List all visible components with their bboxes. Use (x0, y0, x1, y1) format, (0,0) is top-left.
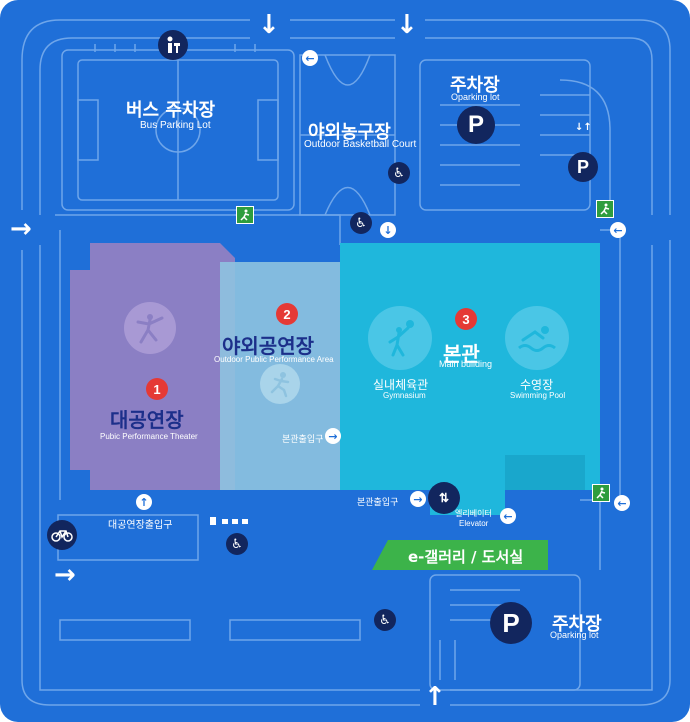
left-arrow-icon: ← (614, 495, 630, 511)
wheelchair-icon: ♿ (388, 162, 410, 184)
down-arrow-icon: ↓ (396, 10, 418, 40)
wheelchair-icon: ♿ (374, 609, 396, 631)
dancer-icon (124, 302, 176, 354)
left-arrow-icon: ← (500, 508, 516, 524)
down-arrow-icon: ↓ (380, 222, 396, 238)
bus-parking-subtitle: Bus Parking Lot (140, 120, 211, 131)
left-arrow-icon: ← (610, 222, 626, 238)
volleyball-icon (368, 306, 432, 370)
right-arrow-icon: → (54, 560, 76, 590)
parking-top-title: 주차장 (450, 75, 500, 96)
parking-bottom-subtitle: Oparking lot (550, 630, 599, 640)
gallery-title: e-갤러리 / 도서실 (408, 548, 524, 566)
elevator-label-ko: 엘리베이터 (455, 509, 492, 518)
right-arrow-icon: → (325, 428, 341, 444)
gymnasium-subtitle: Gymnasium (383, 391, 426, 400)
theater-subtitle: Pubic Performance Theater (100, 432, 198, 441)
basketball-title: 야외농구장 (308, 122, 391, 143)
swimmer-icon (505, 306, 569, 370)
parking-small-icon: P (568, 152, 598, 182)
runner-icon (260, 364, 300, 404)
main-entrance-label-1: 본관출입구 (282, 434, 324, 444)
parking-bottom-title: 주차장 (552, 614, 602, 635)
swimming-pool-subtitle: Swimming Pool (510, 391, 566, 400)
basketball-subtitle: Outdoor Basketball Court (304, 139, 417, 150)
theater-number-badge: 1 (146, 378, 168, 400)
outdoor-subtitle: Outdoor Public Performance Area (214, 355, 334, 364)
left-arrow-icon: ← (302, 50, 318, 66)
right-arrow-icon: → (410, 491, 426, 507)
bicycle-icon (47, 520, 77, 550)
wheelchair-icon: ♿ (350, 212, 372, 234)
main-building-number-badge: 3 (455, 308, 477, 330)
up-arrow-icon: ↑ (136, 494, 152, 510)
outdoor-number-badge: 2 (276, 303, 298, 325)
emergency-exit-icon (236, 206, 254, 224)
two-way-arrow-icon: ↓↑ (575, 122, 592, 133)
parking-bottom-icon: P (490, 602, 532, 644)
main-building-subtitle: Main building (439, 359, 493, 369)
right-arrow-icon: → (10, 214, 32, 244)
main-entrance-label-2: 본관출입구 (357, 497, 399, 507)
up-arrow-icon: ↑ (424, 682, 446, 712)
drinking-fountain-icon (158, 30, 188, 60)
swimming-pool-title: 수영장 (520, 378, 554, 392)
emergency-exit-icon (592, 484, 610, 502)
theater-title: 대공연장 (110, 408, 184, 432)
main-building-title: 본관 (443, 342, 480, 366)
emergency-exit-icon (596, 200, 614, 218)
down-arrow-icon: ↓ (258, 10, 280, 40)
elevator-icon: ⇅ (428, 482, 460, 514)
bus-parking-title: 버스 주차장 (126, 100, 216, 121)
parking-top-subtitle: Oparking lot (451, 92, 500, 102)
wheelchair-icon: ♿ (226, 533, 248, 555)
gymnasium-title: 실내체육관 (373, 378, 429, 392)
parking-top-icon: P (457, 106, 495, 144)
elevator-label-en: Elevator (459, 519, 489, 528)
outdoor-title: 야외공연장 (222, 334, 314, 358)
theater-entrance-label: 대공연장출입구 (108, 520, 173, 531)
